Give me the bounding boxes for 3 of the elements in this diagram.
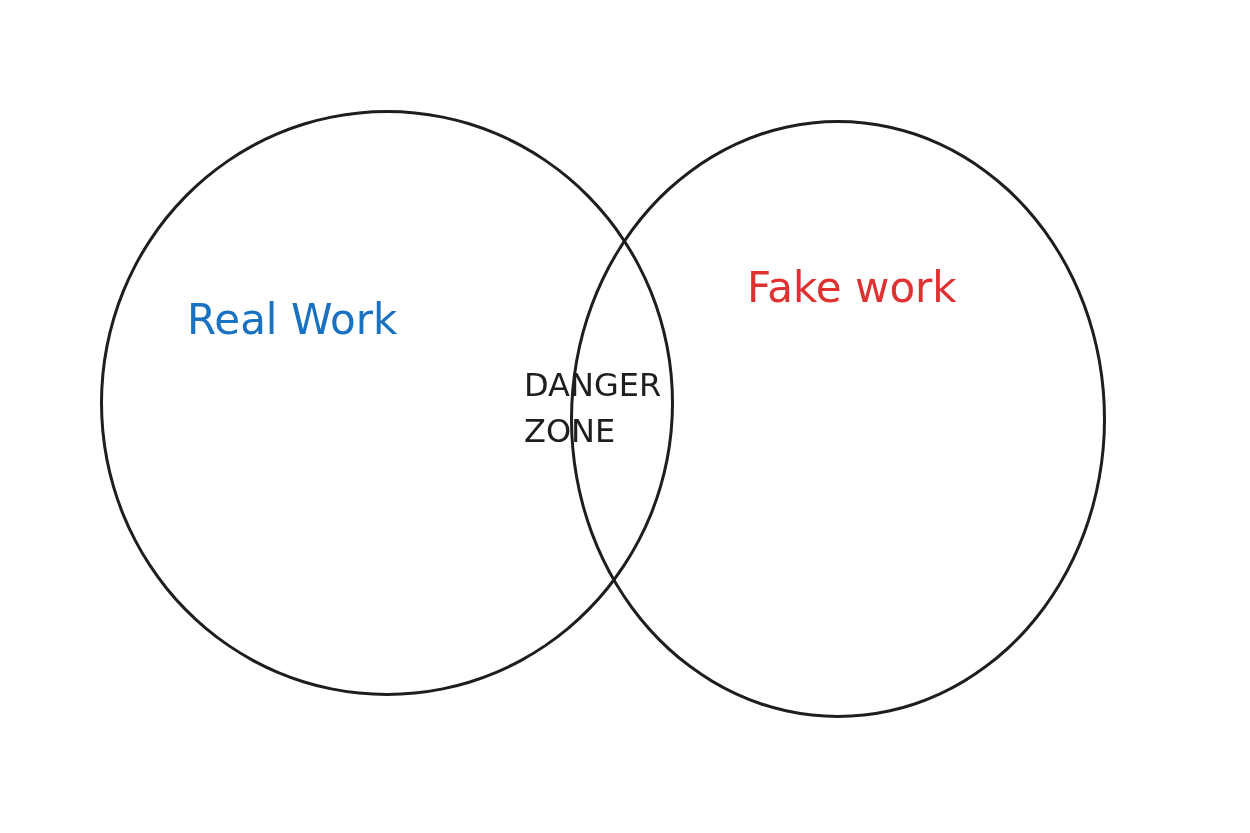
- venn-circle: [100, 110, 674, 696]
- set-label: Real Work: [187, 295, 398, 344]
- set-label: Fake work: [747, 263, 957, 312]
